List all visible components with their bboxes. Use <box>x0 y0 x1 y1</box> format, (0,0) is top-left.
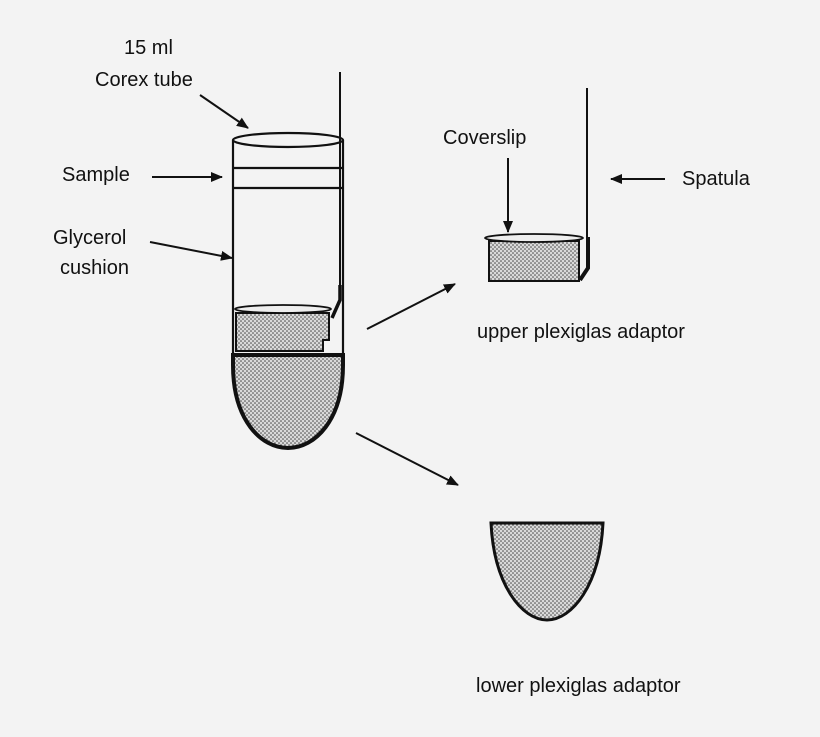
glycerol-label: Glycerol <box>53 227 127 249</box>
tube-arrow <box>199 94 249 129</box>
glycerol-arrow <box>149 241 233 261</box>
tube-coverslip <box>234 304 332 314</box>
tube-label-name: Corex tube <box>95 69 193 91</box>
tube-label-volume: 15 ml <box>124 37 173 59</box>
corex-tube <box>231 131 345 360</box>
spatula-label: Spatula <box>682 168 750 190</box>
upper-adaptor-label: upper plexiglas adaptor <box>477 321 685 343</box>
upper-adaptor-exploded <box>484 88 590 282</box>
cushion-label: cushion <box>60 257 129 279</box>
tube-spatula <box>330 72 342 319</box>
explode-upper-arrow <box>366 283 456 330</box>
tube-rim <box>231 131 345 149</box>
explode-lower-arrow <box>355 432 459 486</box>
coverslip-label: Coverslip <box>443 127 527 149</box>
lower-adaptor-label: lower plexiglas adaptor <box>476 675 681 697</box>
tube-lower-adaptor <box>231 353 345 451</box>
sample-label: Sample <box>62 164 130 186</box>
lower-adaptor-exploded <box>489 521 605 622</box>
tube-upper-adaptor <box>234 304 332 352</box>
coverslip-shape <box>484 233 584 243</box>
